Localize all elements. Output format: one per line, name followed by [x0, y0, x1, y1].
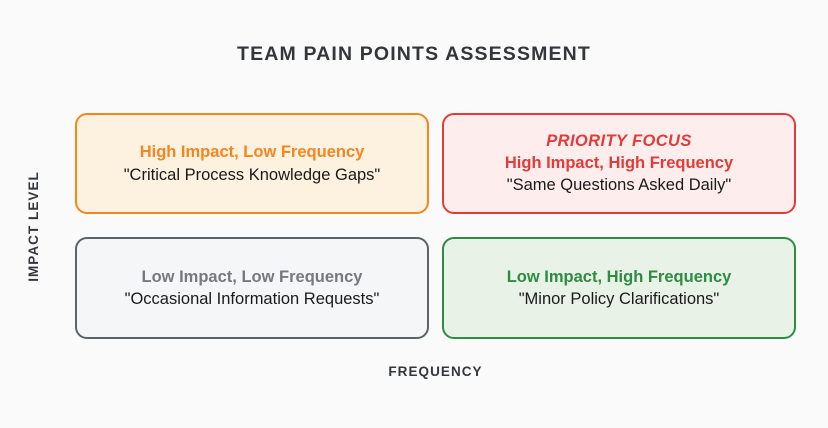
- quadrant-heading: Low Impact, High Frequency: [506, 267, 732, 286]
- quadrant-heading: High Impact, High Frequency: [504, 154, 734, 173]
- quadrant-grid: High Impact, Low Frequency "Critical Pro…: [75, 113, 796, 339]
- quadrant-heading: Low Impact, Low Frequency: [141, 267, 363, 286]
- quadrant-high-impact-high-frequency[interactable]: PRIORITY FOCUS High Impact, High Frequen…: [442, 113, 796, 214]
- quadrant-example: "Same Questions Asked Daily": [506, 176, 732, 195]
- quadrant-heading: High Impact, Low Frequency: [139, 143, 365, 162]
- quadrant-example: "Critical Process Knowledge Gaps": [123, 165, 381, 184]
- quadrant-priority-flag: PRIORITY FOCUS: [546, 131, 692, 150]
- quadrant-example: "Minor Policy Clarifications": [518, 290, 720, 308]
- quadrant-example: "Occasional Information Requests": [124, 290, 380, 308]
- y-axis-label: IMPACT LEVEL: [22, 133, 44, 319]
- x-axis-label: FREQUENCY: [388, 364, 483, 379]
- page-title: TEAM PAIN POINTS ASSESSMENT: [237, 43, 591, 65]
- quadrant-low-impact-low-frequency[interactable]: Low Impact, Low Frequency "Occasional In…: [75, 237, 429, 339]
- quadrant-high-impact-low-frequency[interactable]: High Impact, Low Frequency "Critical Pro…: [75, 113, 429, 214]
- y-axis-label-text: IMPACT LEVEL: [25, 170, 41, 282]
- quadrant-low-impact-high-frequency[interactable]: Low Impact, High Frequency "Minor Policy…: [442, 237, 796, 339]
